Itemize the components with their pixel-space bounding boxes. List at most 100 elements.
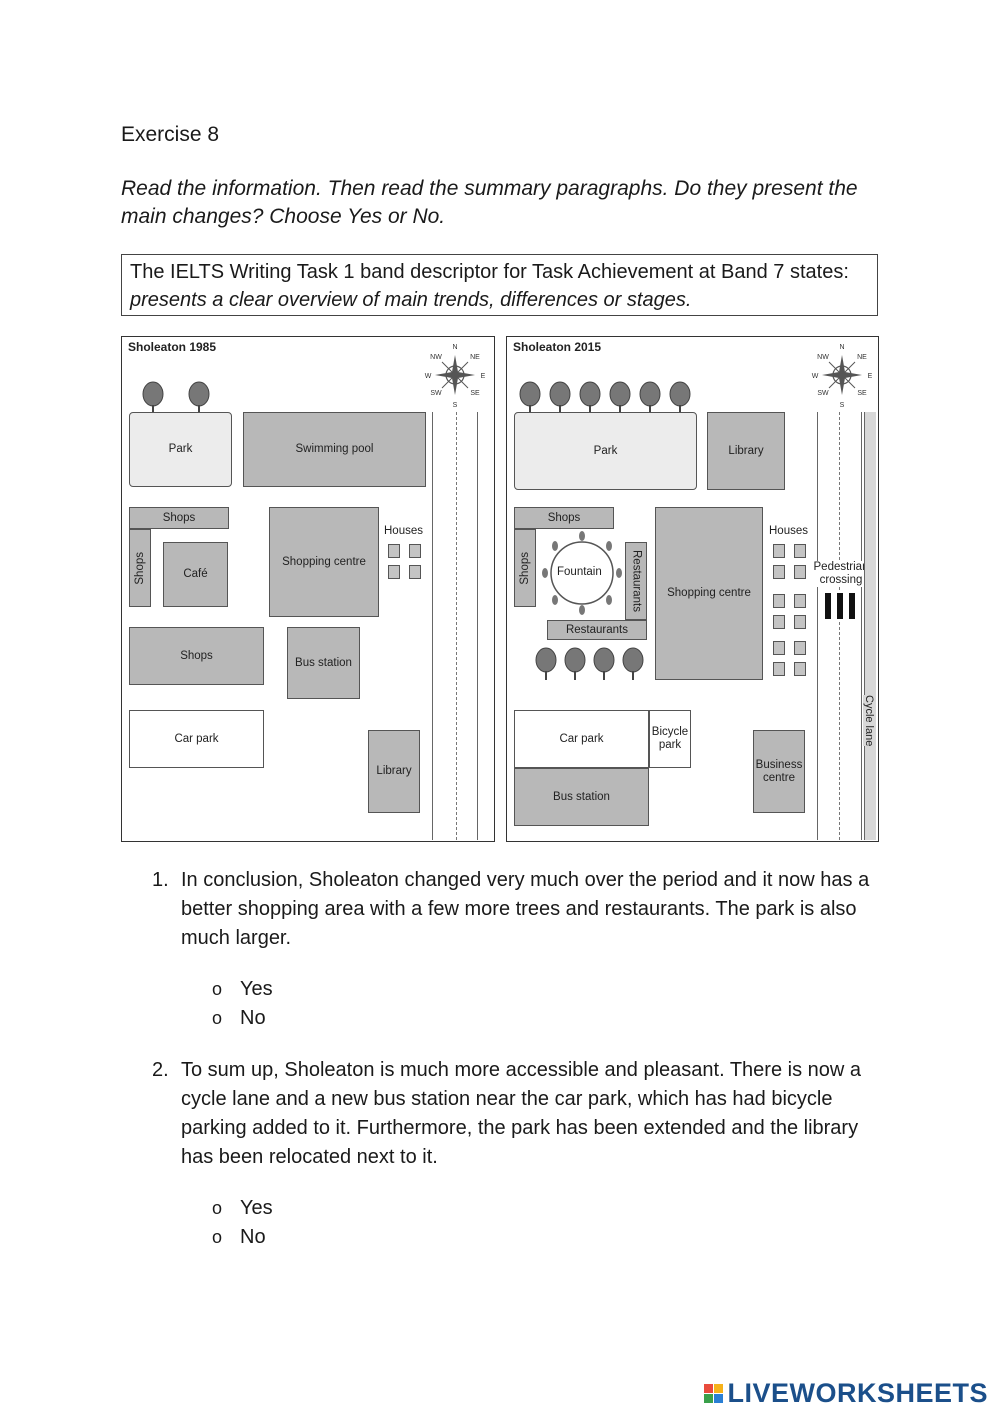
tree-icon [639, 381, 661, 414]
fountain-icon [542, 531, 622, 615]
tree-icon [188, 381, 210, 414]
shops-side: Shops [518, 551, 531, 585]
shopping-centre: Shopping centre [269, 507, 379, 617]
road-edge [817, 412, 818, 840]
compass-icon: N S W E NW NE SW SE [425, 344, 486, 409]
road-centre-line [839, 412, 840, 840]
liveworksheets-logo[interactable]: LIVEWORKSHEETS [704, 1378, 988, 1409]
compass-se: SE [857, 390, 867, 397]
road-edge [432, 412, 433, 840]
house [388, 544, 400, 558]
compass-n: N [452, 344, 457, 351]
house [773, 594, 785, 608]
road-edge [477, 412, 478, 840]
compass-w: W [812, 373, 819, 380]
compass-e: E [868, 373, 873, 380]
house [794, 641, 806, 655]
compass-ne: NE [470, 354, 480, 361]
compass-nw: NW [817, 354, 829, 361]
instructions: Read the information. Then read the summ… [121, 177, 858, 228]
restaurants-side-box: Restaurants [625, 542, 647, 620]
car-park: Car park [129, 710, 264, 768]
bicycle-park-line1: Bicycle [651, 726, 689, 738]
shops-side-box: Shops [514, 529, 536, 607]
question-2-text: To sum up, Sholeaton is much more access… [181, 1059, 861, 1168]
house [773, 544, 785, 558]
question-1-number: 1. [152, 869, 169, 891]
business-centre-line1: Business [755, 758, 803, 771]
tree-icon [549, 381, 571, 414]
library: Library [707, 412, 785, 490]
compass-n: N [839, 344, 844, 351]
shopping-centre: Shopping centre [655, 507, 763, 680]
bus-station: Bus station [514, 768, 649, 826]
pedestrian-crossing-icon [819, 591, 861, 621]
tree-icon [564, 647, 586, 680]
house [794, 615, 806, 629]
shops-lower: Shops [129, 627, 264, 685]
shops-side-box: Shops [129, 529, 151, 607]
tree-icon [622, 647, 644, 680]
question-2-option-yes[interactable]: o Yes [212, 1197, 273, 1220]
question-1-option-no[interactable]: o No [212, 1007, 266, 1030]
compass-s: S [453, 402, 458, 409]
house [794, 662, 806, 676]
pedestrian-crossing-line1: Pedestrian [813, 561, 869, 573]
radio-bullet-icon: o [212, 979, 223, 999]
cafe: Café [163, 542, 228, 607]
business-centre: Business centre [753, 730, 805, 813]
compass-e: E [481, 373, 486, 380]
house [773, 662, 785, 676]
swimming-pool: Swimming pool [243, 412, 426, 487]
compass-sw: SW [817, 390, 829, 397]
road-centre-line [456, 412, 457, 840]
pedestrian-crossing-line2: crossing [819, 574, 863, 586]
compass-ne: NE [857, 354, 867, 361]
radio-bullet-icon: o [212, 1008, 223, 1028]
library: Library [368, 730, 420, 813]
tree-icon [669, 381, 691, 414]
option-label: No [240, 1007, 266, 1029]
map-title: Sholeaton 1985 [128, 340, 217, 354]
question-1-text: In conclusion, Sholeaton changed very mu… [181, 869, 870, 949]
tree-icon [535, 647, 557, 680]
radio-bullet-icon: o [212, 1227, 223, 1247]
radio-bullet-icon: o [212, 1198, 223, 1218]
shops-top: Shops [129, 507, 229, 529]
shops-top: Shops [514, 507, 614, 529]
house [773, 641, 785, 655]
compass-s: S [840, 402, 845, 409]
pedestrian-crossing-label: Pedestrian crossing [811, 561, 871, 587]
exercise-title: Exercise 8 [121, 123, 220, 146]
car-park: Car park [514, 710, 649, 768]
map-title: Sholeaton 2015 [513, 340, 602, 354]
question-2-number: 2. [152, 1059, 169, 1081]
house [794, 565, 806, 579]
compass-sw: SW [430, 390, 442, 397]
option-label: Yes [240, 1197, 273, 1219]
houses-label: Houses [769, 525, 808, 537]
house [794, 594, 806, 608]
park: Park [514, 412, 697, 490]
business-centre-line2: centre [763, 771, 795, 784]
logo-icon [704, 1384, 724, 1403]
compass-w: W [425, 373, 432, 380]
house [794, 544, 806, 558]
compass-nw: NW [430, 354, 442, 361]
fountain-label: Fountain [557, 566, 602, 578]
house [773, 615, 785, 629]
house [409, 565, 421, 579]
descriptor-italic: presents a clear overview of main trends… [130, 289, 692, 311]
house [388, 565, 400, 579]
house [409, 544, 421, 558]
descriptor-box: The IELTS Writing Task 1 band descriptor… [121, 254, 878, 316]
tree-icon [609, 381, 631, 414]
restaurants-bottom: Restaurants [547, 620, 647, 640]
tree-icon [519, 381, 541, 414]
shops-side: Shops [133, 551, 146, 585]
bus-station: Bus station [287, 627, 360, 699]
tree-icon [142, 381, 164, 414]
tree-icon [579, 381, 601, 414]
